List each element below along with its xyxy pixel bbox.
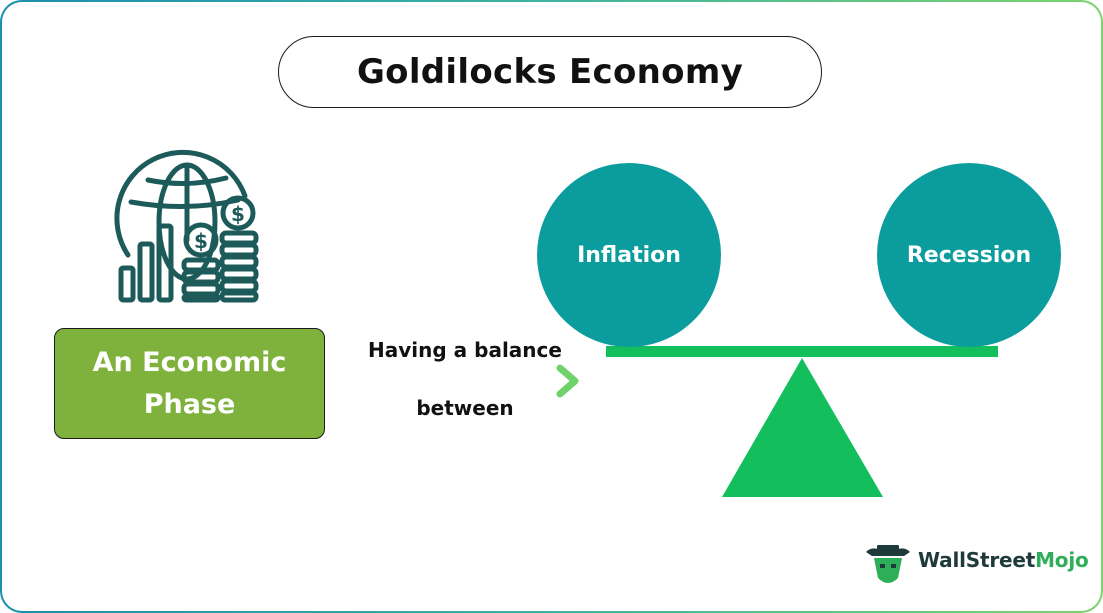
brand-name-part1: WallStreet [918,548,1036,572]
diagram-title: Goldilocks Economy [278,36,822,108]
svg-text:$: $ [231,202,245,226]
brand-wordmark: WallStreetMojo [918,548,1089,572]
scale-beam [606,346,998,357]
scale-fulcrum [722,358,883,497]
economic-phase-label: An Economic Phase [92,346,287,420]
svg-text:$: $ [194,229,208,253]
recession-weight: Recession [877,163,1061,347]
recession-label: Recession [906,242,1032,268]
inflation-weight: Inflation [537,163,721,347]
inflation-label: Inflation [577,242,681,268]
economic-phase-box: An Economic Phase [54,328,325,439]
brand-name-part2: Mojo [1035,548,1089,572]
between-label: between [416,396,514,420]
balance-label: Having a balance [368,338,562,362]
